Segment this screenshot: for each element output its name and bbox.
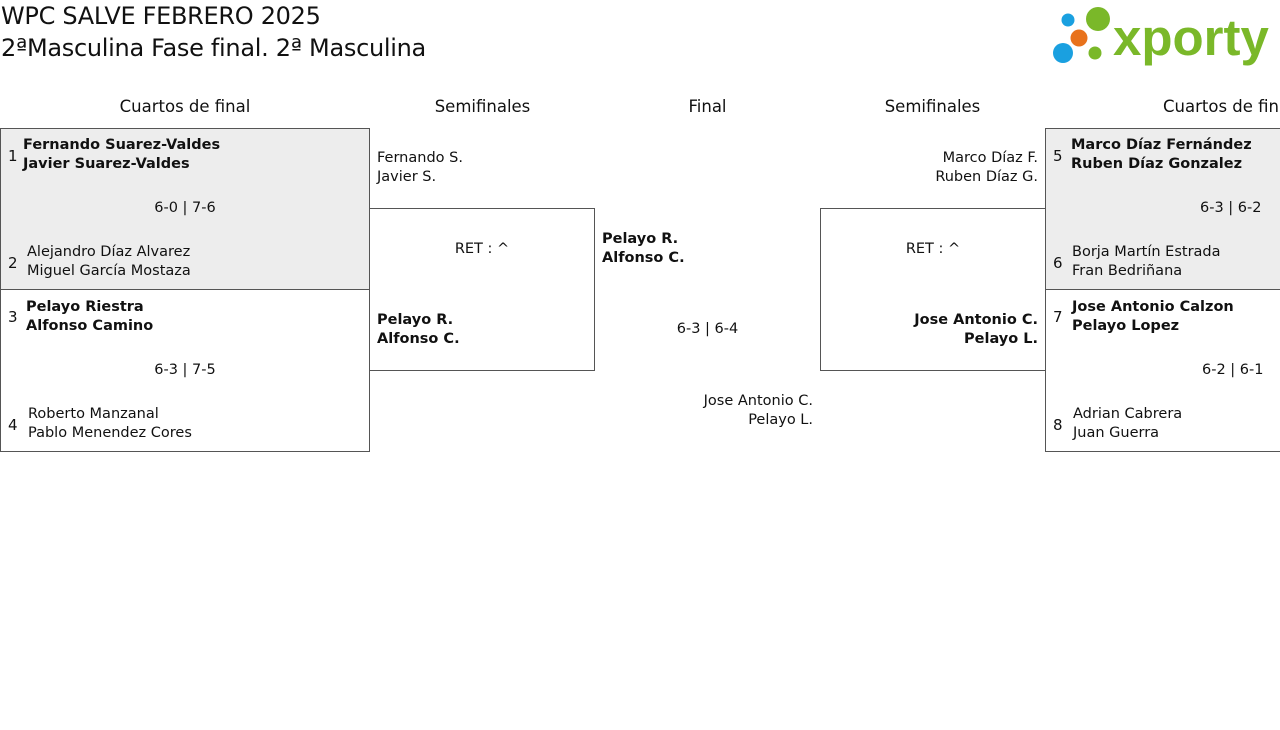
- player-name: Fernando S.: [377, 150, 463, 166]
- team-loser: Alejandro Díaz Alvarez Miguel García Mos…: [27, 243, 191, 281]
- team-winner: Marco Díaz Fernández Ruben Díaz Gonzalez: [1071, 136, 1252, 174]
- team-winner: Pelayo Riestra Alfonso Camino: [26, 298, 153, 336]
- final-runnerup-team: Jose Antonio C. Pelayo L.: [595, 392, 813, 430]
- player-name: Pelayo L.: [964, 331, 1038, 347]
- player-name: Juan Guerra: [1073, 425, 1160, 441]
- player-name: Borja Martín Estrada: [1072, 244, 1221, 260]
- player-name: Pelayo Lopez: [1072, 318, 1180, 334]
- logo-wordmark: xporty: [1113, 9, 1270, 66]
- semi-right-top-team: Marco Díaz F. Ruben Díaz G.: [820, 149, 1038, 187]
- player-name: Pelayo R.: [602, 231, 679, 247]
- match-score: RET : ^: [905, 241, 961, 257]
- xporty-logo[interactable]: xporty: [1050, 3, 1276, 67]
- seed-number: 2: [8, 254, 18, 272]
- player-name: Alfonso C.: [602, 250, 685, 266]
- seed-number: 4: [8, 416, 18, 434]
- player-name: Pelayo L.: [748, 412, 813, 428]
- match-score: 6-2 | 6-1: [1202, 362, 1264, 378]
- team-winner: Jose Antonio Calzon Pelayo Lopez: [1072, 298, 1234, 336]
- player-name: Pelayo Riestra: [26, 299, 144, 315]
- player-name: Alfonso C.: [377, 331, 460, 347]
- round-heading-final: Final: [688, 97, 727, 116]
- match-score: 6-3 | 7-5: [154, 362, 216, 378]
- player-name: Javier S.: [377, 169, 437, 185]
- match-score: RET : ^: [454, 241, 510, 257]
- player-name: Javier Suarez-Valdes: [23, 156, 190, 172]
- team-winner: Jose Antonio C. Pelayo L.: [821, 311, 1038, 349]
- player-name: Marco Díaz Fernández: [1071, 137, 1252, 153]
- category-title: 2ªMasculina Fase final. 2ª Masculina: [1, 34, 426, 62]
- seed-number: 5: [1053, 147, 1063, 165]
- player-name: Adrian Cabrera: [1073, 406, 1183, 422]
- team-loser: Roberto Manzanal Pablo Menendez Cores: [28, 405, 192, 443]
- player-name: Fernando Suarez-Valdes: [23, 137, 221, 153]
- round-heading-left-semis: Semifinales: [434, 97, 531, 116]
- quarter-match-2[interactable]: 3 Pelayo Riestra Alfonso Camino 6-3 | 7-…: [0, 289, 370, 452]
- quarter-match-5[interactable]: 5 Marco Díaz Fernández Ruben Díaz Gonzal…: [1045, 128, 1280, 290]
- player-name: Jose Antonio C.: [914, 312, 1038, 328]
- match-score: 6-0 | 7-6: [154, 200, 216, 216]
- semi-match-left[interactable]: RET : ^ Pelayo R. Alfonso C.: [369, 208, 595, 371]
- round-heading-right-quarters: Cuartos de final: [1163, 97, 1280, 116]
- seed-number: 1: [8, 147, 18, 165]
- tournament-title: WPC SALVE FEBRERO 2025: [1, 2, 321, 30]
- seed-number: 6: [1053, 254, 1063, 272]
- team-loser: Adrian Cabrera Juan Guerra: [1073, 405, 1182, 443]
- player-name: Alfonso Camino: [26, 318, 154, 334]
- team-winner: Pelayo R. Alfonso C.: [377, 311, 460, 349]
- player-name: Alejandro Díaz Alvarez: [27, 244, 191, 260]
- match-score: 6-3 | 6-2: [1200, 200, 1262, 216]
- team-loser: Borja Martín Estrada Fran Bedriñana: [1072, 243, 1221, 281]
- player-name: Fran Bedriñana: [1072, 263, 1183, 279]
- team-winner: Fernando Suarez-Valdes Javier Suarez-Val…: [23, 136, 220, 174]
- player-name: Ruben Díaz G.: [935, 169, 1038, 185]
- semi-left-top-team: Fernando S. Javier S.: [377, 149, 463, 187]
- player-name: Roberto Manzanal: [28, 406, 159, 422]
- final-score: 6-3 | 6-4: [676, 321, 739, 337]
- player-name: Jose Antonio Calzon: [1072, 299, 1234, 315]
- player-name: Ruben Díaz Gonzalez: [1071, 156, 1243, 172]
- quarter-match-7[interactable]: 7 Jose Antonio Calzon Pelayo Lopez 6-2 |…: [1045, 289, 1280, 452]
- player-name: Miguel García Mostaza: [27, 263, 191, 279]
- round-heading-left-quarters: Cuartos de final: [119, 97, 251, 116]
- quarter-match-1[interactable]: 1 Fernando Suarez-Valdes Javier Suarez-V…: [0, 128, 370, 290]
- seed-number: 7: [1053, 308, 1063, 326]
- player-name: Jose Antonio C.: [703, 393, 813, 409]
- player-name: Pablo Menendez Cores: [28, 425, 192, 441]
- logo-dots-icon: xporty: [1053, 7, 1270, 66]
- round-heading-right-semis: Semifinales: [884, 97, 981, 116]
- player-name: Marco Díaz F.: [942, 150, 1038, 166]
- seed-number: 3: [8, 308, 18, 326]
- semi-match-right[interactable]: RET : ^ Jose Antonio C. Pelayo L.: [820, 208, 1046, 371]
- final-winner-team: Pelayo R. Alfonso C.: [602, 230, 685, 268]
- player-name: Pelayo R.: [377, 312, 454, 328]
- seed-number: 8: [1053, 416, 1063, 434]
